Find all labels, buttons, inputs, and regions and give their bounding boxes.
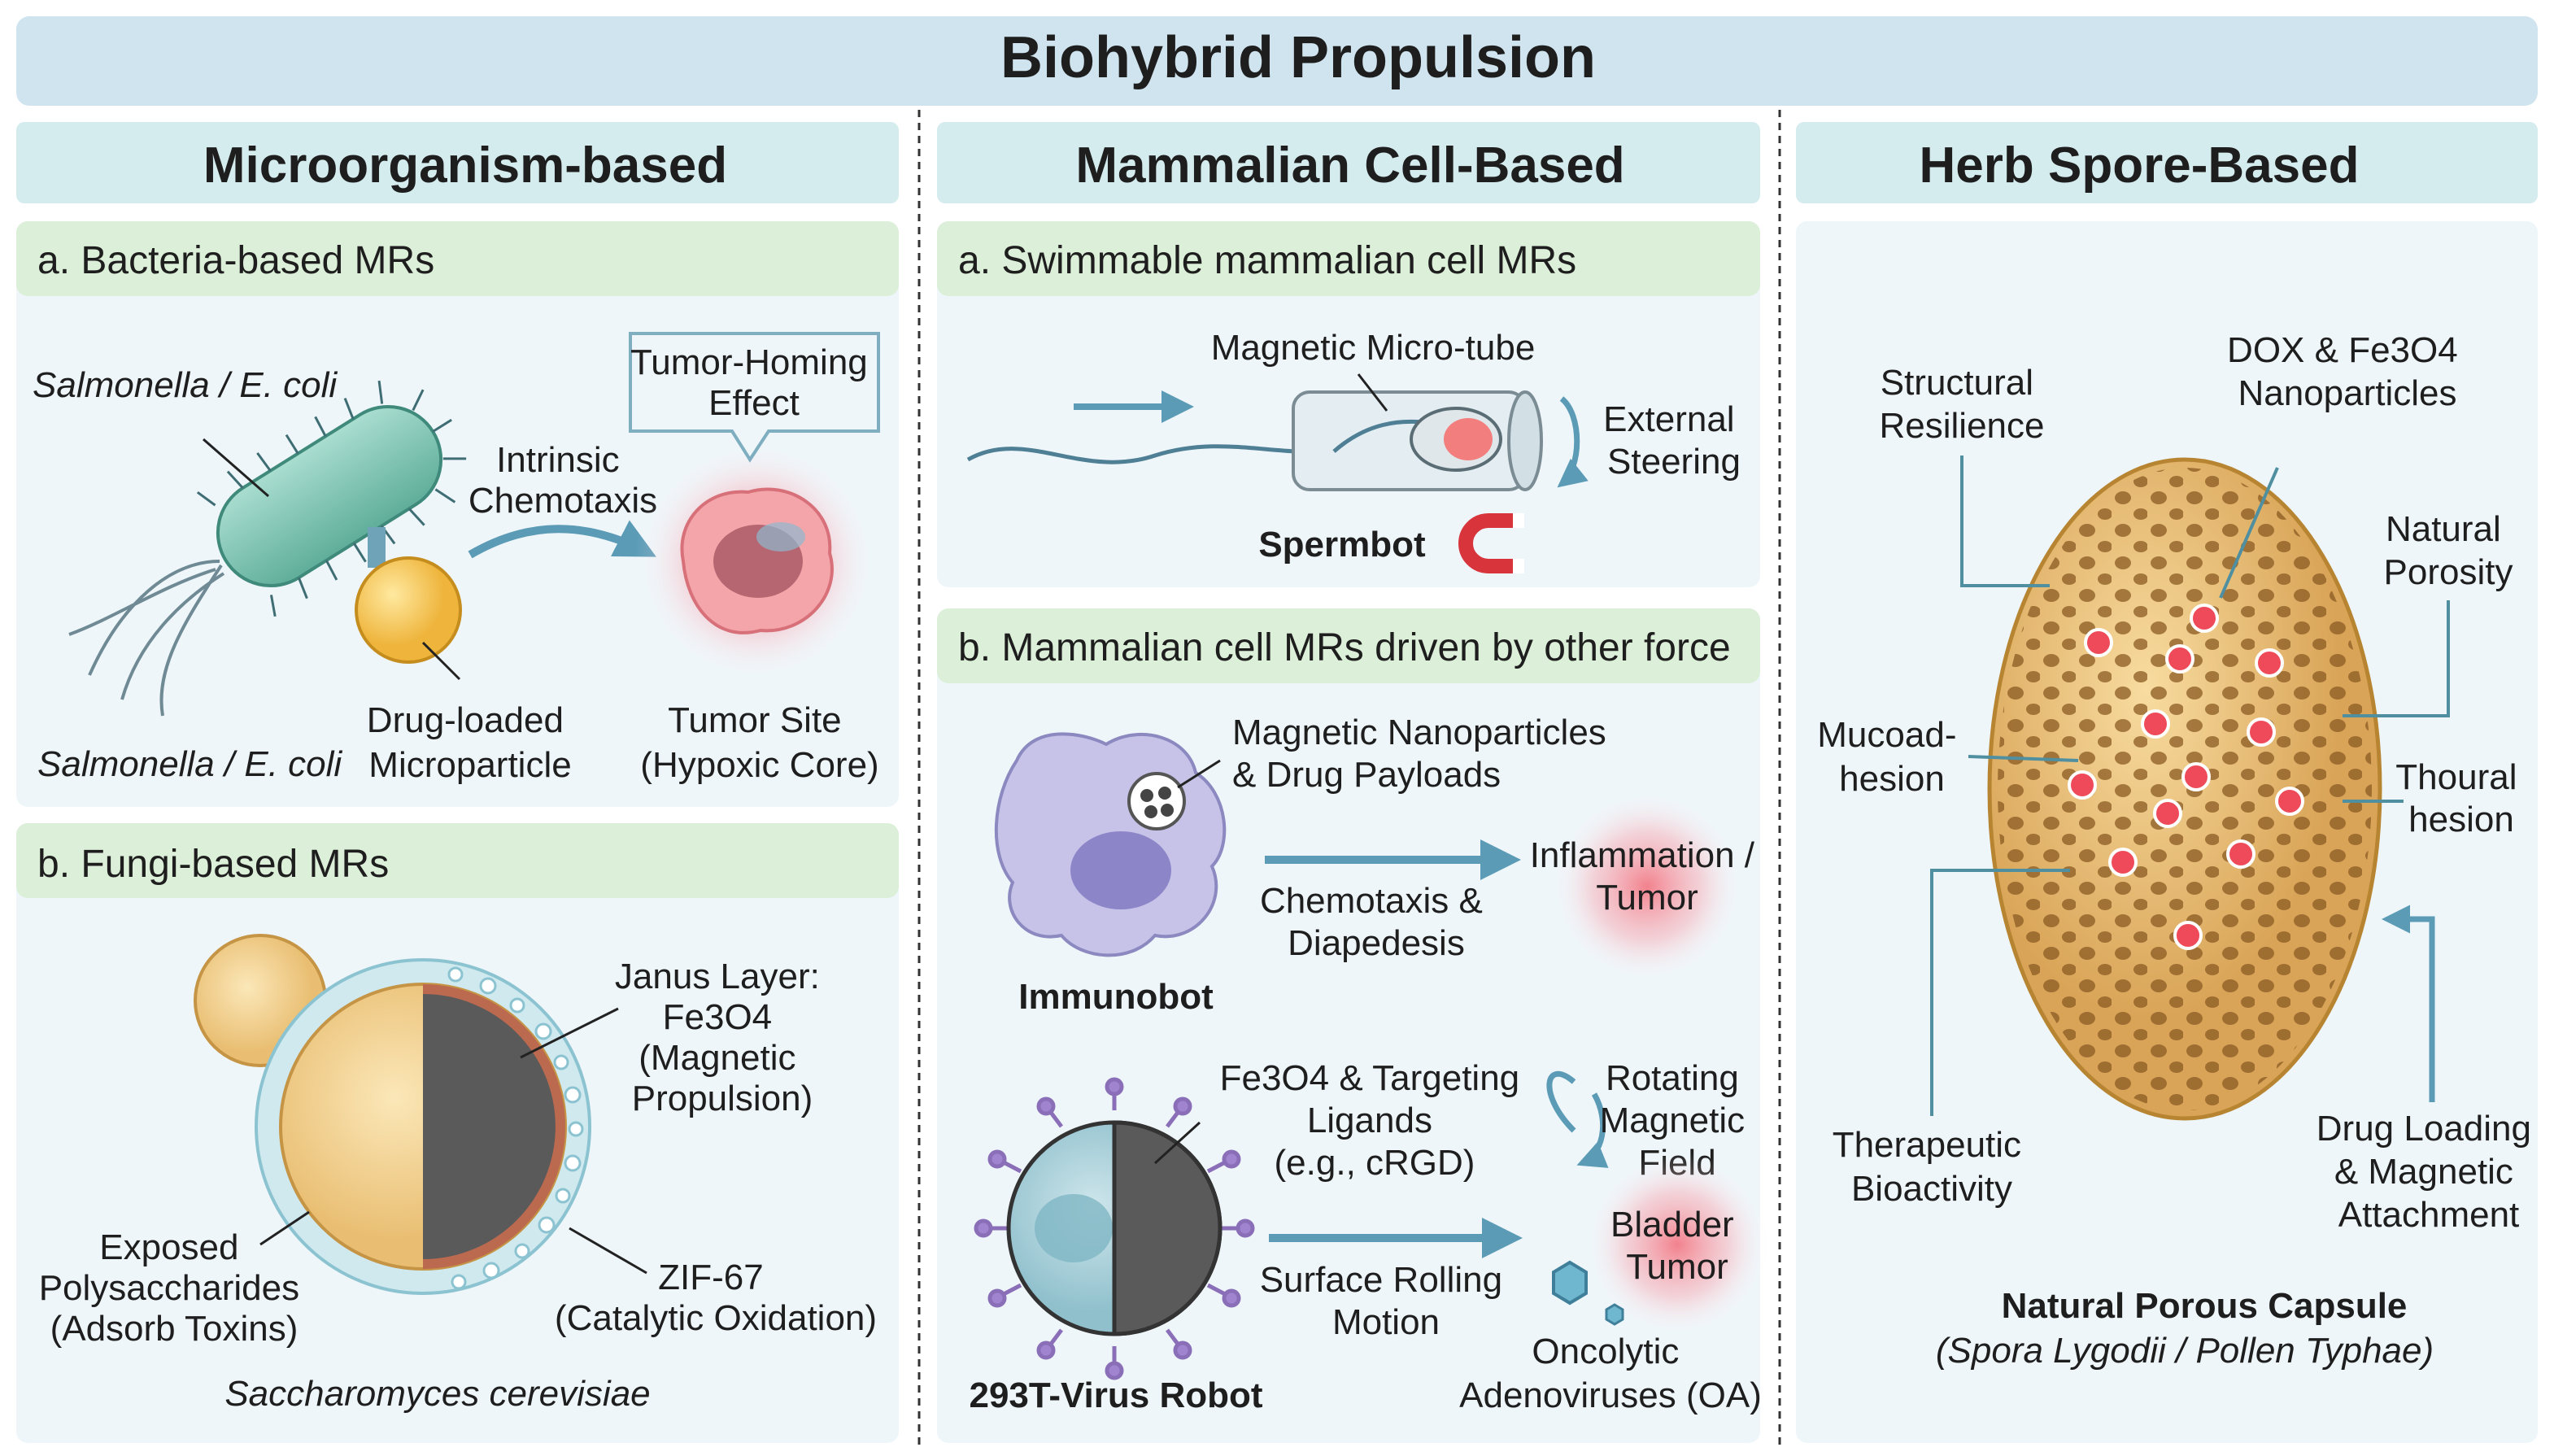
zif67-label: ZIF-67 (Catalytic Oxidation) [555,1258,877,1338]
chemotaxis-arrow [468,520,656,559]
column-header-box [16,122,899,203]
virus-robot-label: 293T-Virus Robot [969,1375,1262,1415]
leader-line [203,438,269,498]
column-header-box [1796,122,2538,203]
immunobot-label: Immunobot [1018,977,1214,1017]
drug-loading-arrow [2382,905,2435,1102]
leader-line [569,1227,647,1275]
bladder-tumor-label: Bladder Tumor [1610,1205,1744,1287]
tumor-homing-label: Tumor-Homing Effect [630,342,878,423]
leader-line [421,641,461,681]
spore-capsule-illustration [1987,457,2382,1121]
natural-porosity-label: Natural Porosity [2384,509,2513,592]
subpanel-header [937,608,1760,683]
figure-title: Biohybrid Propulsion [1000,25,1596,90]
virus-robot-illustration [974,1077,1255,1380]
leader-line [1153,1121,1201,1165]
capsule-subtitle: (Spora Lygodii / Pollen Typhae) [1936,1331,2434,1371]
external-steering-label: External Steering [1603,399,1745,482]
chemotaxis-label: Intrinsic Chemotaxis [469,440,657,521]
leader-line [1357,373,1388,412]
leader-line [1177,759,1221,789]
subpanel-header [937,221,1760,296]
polysaccharides-label: Exposed Polysaccharides (Adsorb Toxins) [39,1227,310,1349]
panel-title-swimmable: a. Swimmable mammalian cell MRs [958,239,1576,282]
column-header-herb: Herb Spore-Based [1920,137,2360,194]
zif-bubbles [447,966,584,1290]
column-header-mammalian: Mammalian Cell-Based [1075,137,1624,194]
therapeutic-bioactivity-label: Therapeutic Bioactivity [1833,1125,2032,1209]
spermbot-label: Spermbot [1258,525,1426,565]
yeast-species-label: Saccharomyces cerevisiae [224,1374,650,1414]
oncolytic-adenovirus-label: Oncolytic Adenoviruses (OA) [1459,1332,1762,1415]
chemotaxis-diapedesis-label: Chemotaxis & Diapedesis [1260,881,1493,963]
mucoadhesion-label: Mucoad- hesion [1817,715,1966,799]
dox-nanoparticles-label: DOX & Fe3O4 Nanoparticles [2227,330,2468,413]
panel-title-other-force: b. Mammalian cell MRs driven by other fo… [958,626,1731,669]
drug-particle-label: Drug-loaded Microparticle [367,700,573,785]
ligands-label: Fe3O4 & Targeting Ligands (e.g., cRGD) [1220,1058,1530,1183]
steering-rotation-arrow [1557,396,1589,488]
leader-line [520,1007,619,1059]
bladder-tumor-glow [1584,1151,1771,1338]
species-label-bottom: Salmonella / E. coli [37,744,342,784]
yeast-cell-illustration [194,934,591,1296]
title-bar [16,16,2538,106]
panel-title-fungi: b. Fungi-based MRs [37,843,389,886]
column-header-microorganism: Microorganism-based [203,137,727,194]
column-header-box [937,122,1760,203]
microtube-label: Magnetic Micro-tube [1211,328,1536,368]
drug-loaded-microparticle [355,556,462,664]
bacterium-illustration [68,380,467,717]
species-label-top: Salmonella / E. coli [33,365,338,405]
janus-layer-label: Janus Layer: Fe3O4 (Magnetic Propulsion) [615,957,830,1118]
tumor-site-label: Tumor Site (Hypoxic Core) [640,700,878,785]
drug-loading-label: Drug Loading & Magnetic Attachment [2316,1109,2541,1235]
payload-vesicle [1127,772,1186,830]
tumor-homing-callout [629,332,880,463]
structural-resilience-label: Structural Resilience [1880,363,2045,446]
rotating-field-arrow [1546,1070,1603,1163]
leader-line [259,1210,310,1246]
nanoparticle-dots [1140,787,1174,818]
callout-lines [1930,456,2450,1116]
immunobot-nucleus [1070,831,1171,909]
magnet-icon [1458,513,1524,573]
adenovirus-icon [1552,1260,1624,1326]
subpanel-header [16,823,899,898]
panel-title-bacteria: a. Bacteria-based MRs [37,239,434,282]
inflammation-glow [1549,789,1745,984]
capsule-title: Natural Porous Capsule [2002,1286,2408,1326]
payload-label: Magnetic Nanoparticles & Drug Payloads [1232,713,1616,795]
subpanel-header [16,221,899,296]
sperm-tail [966,444,1335,464]
rolling-motion-label: Surface Rolling Motion [1260,1260,1513,1342]
inflammation-label: Inflammation / Tumor [1530,835,1765,918]
thoural-hesion-label: Thoural hesion [2395,757,2526,839]
magnetic-microtube [1292,390,1543,491]
